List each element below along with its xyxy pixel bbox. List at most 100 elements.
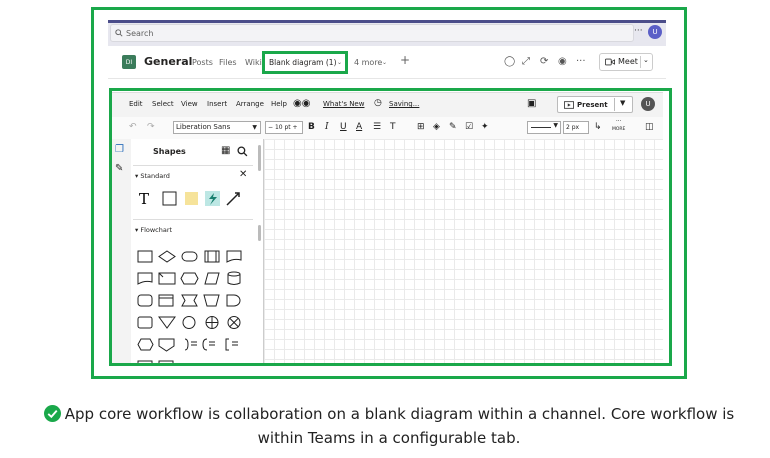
chevron-down-icon: ⌄ [337, 59, 343, 66]
delay-shape[interactable] [226, 294, 241, 307]
more-tools-button[interactable]: ···MORE [612, 118, 626, 132]
divider [614, 98, 615, 111]
shape-detail [229, 318, 239, 327]
underline-button[interactable]: U [340, 122, 347, 132]
undo-icon[interactable]: ↶ [129, 122, 137, 132]
video-camera-icon [605, 58, 615, 66]
templates-icon[interactable]: ✎ [115, 163, 124, 174]
sticky-note-shape[interactable] [185, 192, 198, 205]
manual-input-shape[interactable] [158, 272, 176, 285]
menu-arrange[interactable]: Arrange [236, 100, 264, 108]
section-label: ▾ Flowchart [135, 226, 173, 234]
user-initial: U [645, 100, 651, 108]
user-avatar[interactable]: U [648, 25, 662, 39]
scrollbar[interactable] [258, 145, 261, 171]
search-placeholder: Search [126, 28, 154, 38]
preparation-shape[interactable] [180, 272, 199, 285]
lightning-icon [209, 193, 217, 205]
menu-edit[interactable]: Edit [129, 100, 143, 108]
off-page-connector-shape[interactable] [158, 338, 175, 352]
expand-icon[interactable]: ⤢ [522, 56, 530, 67]
bold-button[interactable]: B [308, 122, 315, 132]
stroke-width-select[interactable]: 2 px [563, 121, 589, 134]
terminator-shape[interactable] [181, 251, 198, 262]
more-options-icon[interactable]: ··· [576, 56, 586, 67]
tab-blank-diagram[interactable]: Blank diagram (1) [269, 58, 337, 67]
display-shape[interactable] [137, 338, 154, 351]
font-family-select[interactable]: Liberation Sans▼ [173, 121, 261, 134]
caret-down-icon[interactable]: ▼ [620, 99, 626, 107]
section-flowchart-header[interactable]: ▾ Flowchart [133, 219, 253, 240]
magic-wand-icon[interactable]: ✦ [481, 122, 489, 132]
text-format-icon[interactable]: T [390, 122, 396, 132]
chat-icon[interactable]: ◯ [504, 56, 516, 67]
brace-shape[interactable] [202, 338, 208, 351]
line-color-icon[interactable]: ✎ [449, 122, 457, 132]
internal-storage-shape[interactable] [158, 294, 174, 307]
tab-more[interactable]: 4 more [354, 58, 383, 67]
add-tab-button[interactable]: + [400, 53, 411, 67]
stored-data-shape[interactable] [181, 294, 198, 307]
redo-icon[interactable]: ↷ [147, 122, 155, 132]
tab-files[interactable]: Files [219, 58, 237, 67]
present-button[interactable]: Present ▼ [557, 96, 633, 113]
chevron-down-icon[interactable]: ⌄ [643, 56, 649, 64]
saving-status[interactable]: Saving... [389, 100, 420, 108]
scrollbar[interactable] [258, 225, 261, 241]
italic-button[interactable]: I [325, 122, 329, 132]
bracket-shape[interactable] [225, 338, 229, 351]
image-icon[interactable]: ▦ [221, 145, 231, 156]
diagram-canvas[interactable] [264, 139, 663, 365]
multi-document-shape[interactable] [137, 272, 153, 285]
arrow-shape[interactable] [226, 192, 240, 206]
menu-select[interactable]: Select [152, 100, 174, 108]
document-shape[interactable] [226, 250, 242, 263]
close-icon[interactable]: ✕ [239, 169, 248, 180]
search-input[interactable]: Search [110, 24, 634, 42]
binoculars-icon[interactable]: ◉◉ [293, 98, 311, 109]
font-color-button[interactable]: A [356, 122, 363, 132]
format-panel-icon[interactable]: ◫ [645, 122, 654, 132]
section-standard-header[interactable]: ▾ Standard ✕ [133, 165, 253, 186]
manual-operation-shape[interactable] [203, 294, 220, 307]
shapes-panel: Shapes ▦ ▾ Standard ✕ T ▾ Flowchart [131, 139, 264, 365]
diagram-editor: Edit Select View Insert Arrange Help ◉◉ … [111, 92, 663, 365]
predefined-process-shape[interactable] [204, 250, 220, 263]
line-style-select[interactable]: ▼ [527, 121, 561, 134]
data-shape[interactable] [204, 272, 220, 285]
connector-shape[interactable] [182, 316, 196, 329]
style-icon[interactable]: ☑ [465, 122, 474, 132]
connector-icon[interactable]: ↳ [594, 122, 602, 132]
align-icon[interactable]: ☰ [373, 122, 382, 132]
annotation-shape[interactable] [184, 338, 189, 351]
tab-wiki[interactable]: Wiki [245, 58, 262, 67]
user-avatar[interactable]: U [641, 97, 655, 111]
menu-view[interactable]: View [181, 100, 198, 108]
fill-color-icon[interactable]: ◈ [433, 122, 440, 132]
or-shape[interactable] [227, 316, 241, 329]
text-shape[interactable]: T [139, 190, 149, 208]
more-options-icon[interactable]: ··· [634, 26, 643, 36]
rectangle-shape[interactable] [162, 191, 177, 206]
font-size-stepper[interactable]: − 10 pt + [265, 121, 303, 134]
font-size-value: 10 pt [274, 124, 291, 131]
menu-help[interactable]: Help [271, 100, 287, 108]
more-label: MORE [612, 127, 626, 132]
display-rect-shape[interactable] [137, 316, 153, 329]
insert-shape-icon[interactable]: ⊞ [417, 122, 425, 132]
shapes-panel-icon[interactable]: ❐ [115, 144, 124, 155]
menu-insert[interactable]: Insert [207, 100, 228, 108]
highlight-frame-tab [262, 51, 348, 74]
tab-posts[interactable]: Posts [192, 58, 213, 67]
globe-icon[interactable]: ◉ [558, 56, 567, 67]
merge-shape[interactable] [158, 316, 176, 329]
refresh-icon[interactable]: ⟳ [540, 56, 549, 67]
comment-icon[interactable]: ▣ [527, 98, 537, 109]
whats-new-link[interactable]: What's New [323, 100, 365, 108]
process-shape[interactable] [137, 250, 153, 263]
alternate-process-shape[interactable] [137, 294, 153, 307]
caption-line-2: within Teams in a configurable tab. [257, 429, 521, 447]
search-icon[interactable] [237, 146, 248, 157]
meet-button[interactable]: Meet ⌄ [599, 53, 653, 71]
decision-shape[interactable] [158, 250, 176, 263]
